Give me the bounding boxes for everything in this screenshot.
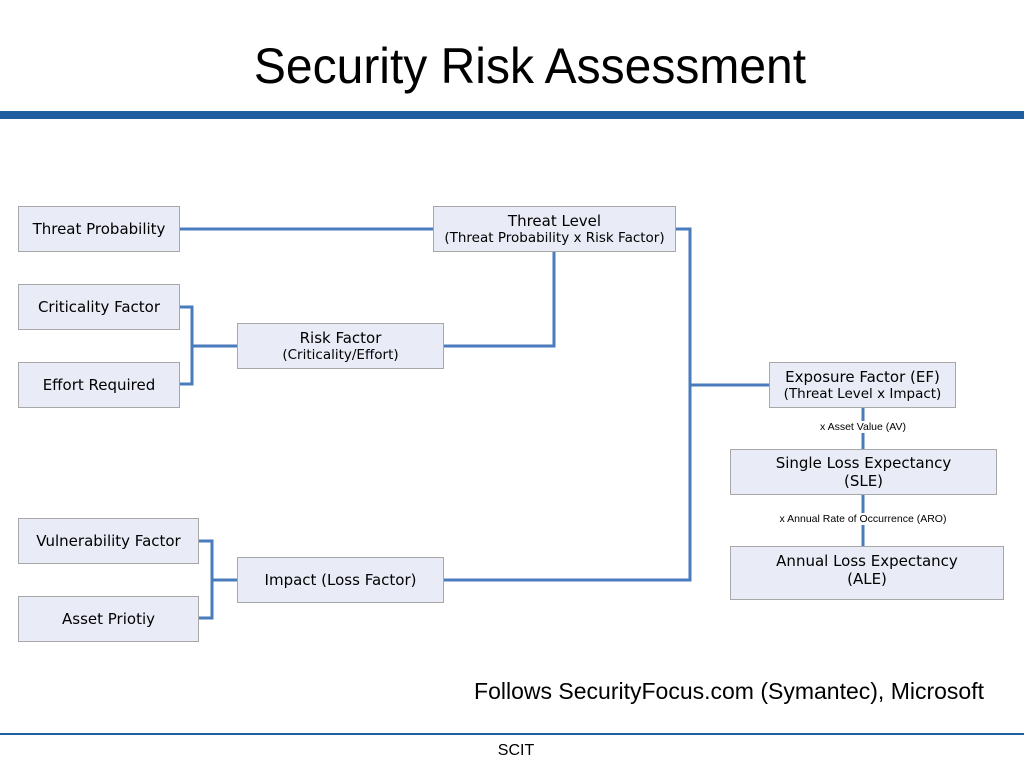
connector-criticality (179, 305, 194, 386)
vulnerability-factor-box: Vulnerability Factor (18, 518, 199, 564)
threat-probability-box: Threat Probability (18, 206, 180, 252)
slide-title: Security Risk Assessment (253, 38, 807, 94)
threat-level-label: Threat Level (507, 212, 602, 230)
connector-riskfactor-threatlevel (443, 252, 556, 348)
threat-level-box: Threat Level (Threat Probability x Risk … (433, 206, 676, 252)
risk-factor-label: Risk Factor (299, 329, 382, 347)
source-credit: Follows SecurityFocus.com (Symantec), Mi… (474, 678, 984, 704)
threat-probability-label: Threat Probability (32, 220, 166, 238)
connector-vulnerability (198, 539, 214, 620)
asset-priority-label: Asset Priotiy (62, 610, 155, 628)
exposure-factor-formula: (Threat Level x Impact) (783, 386, 942, 402)
impact-label: Impact (Loss Factor) (264, 571, 417, 589)
footer-divider (0, 733, 1024, 735)
ale-box: Annual Loss Expectancy (ALE) (730, 546, 1004, 600)
effort-required-box: Effort Required (18, 362, 180, 408)
effort-required-label: Effort Required (42, 376, 156, 394)
sle-abbrev: (SLE) (843, 472, 884, 490)
exposure-factor-box: Exposure Factor (EF) (Threat Level x Imp… (769, 362, 956, 408)
threat-level-formula: (Threat Probability x Risk Factor) (444, 230, 665, 246)
risk-factor-box: Risk Factor (Criticality/Effort) (237, 323, 444, 369)
connector-threatlevel-exposure (443, 227, 692, 582)
aro-note: x Annual Rate of Occurrence (ARO) (760, 513, 966, 525)
asset-value-note: x Asset Value (AV) (790, 421, 936, 433)
sle-label: Single Loss Expectancy (775, 454, 952, 472)
ale-label: Annual Loss Expectancy (776, 552, 958, 570)
criticality-factor-box: Criticality Factor (18, 284, 180, 330)
vulnerability-factor-label: Vulnerability Factor (36, 532, 181, 550)
asset-priority-box: Asset Priotiy (18, 596, 199, 642)
criticality-factor-label: Criticality Factor (37, 298, 161, 316)
exposure-factor-label: Exposure Factor (EF) (785, 368, 940, 386)
impact-box: Impact (Loss Factor) (237, 557, 444, 603)
risk-factor-formula: (Criticality/Effort) (282, 347, 399, 363)
slide-footer: SCIT (497, 742, 535, 759)
ale-abbrev: (ALE) (847, 570, 887, 588)
title-divider (0, 111, 1024, 119)
sle-box: Single Loss Expectancy (SLE) (730, 449, 997, 495)
